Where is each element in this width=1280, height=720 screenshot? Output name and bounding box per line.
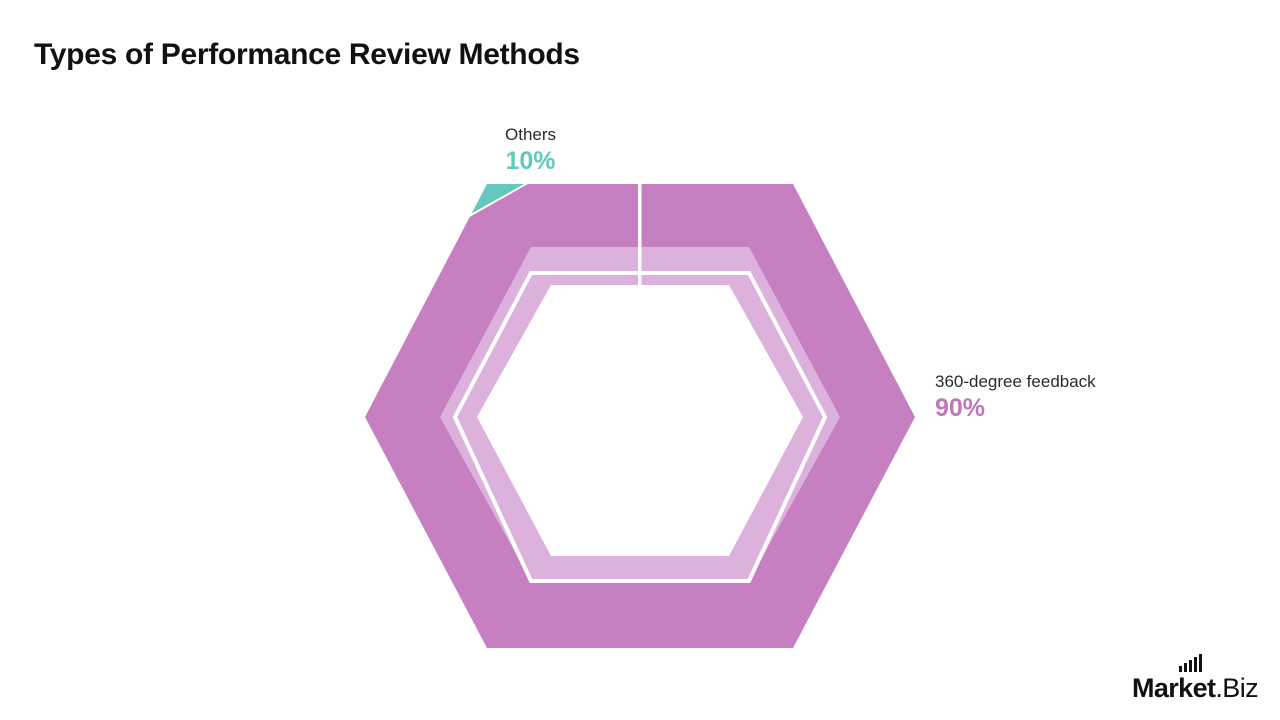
brand-logo: Market.Biz: [1131, 654, 1259, 703]
callout-360-degree-feedback-value: 90%: [935, 394, 986, 423]
callout-others-label: Others: [505, 125, 557, 144]
page-title: Types of Performance Review Methods: [34, 38, 580, 71]
callout-others-value: 10%: [505, 147, 556, 176]
brand-suffix: .Biz: [1215, 673, 1258, 703]
brand-name: Market: [1131, 673, 1216, 703]
ring-separator: [452, 271, 828, 583]
callout-others: Others 10%: [505, 124, 556, 176]
brand-logo-text: Market.Biz: [1131, 673, 1259, 703]
callout-360-degree-feedback: 360-degree feedback 90%: [935, 371, 1096, 423]
bar-chart-icon: [1179, 654, 1202, 672]
callout-360-degree-feedback-label: 360-degree feedback: [935, 372, 1096, 391]
slice-separator-gap: [638, 180, 642, 290]
